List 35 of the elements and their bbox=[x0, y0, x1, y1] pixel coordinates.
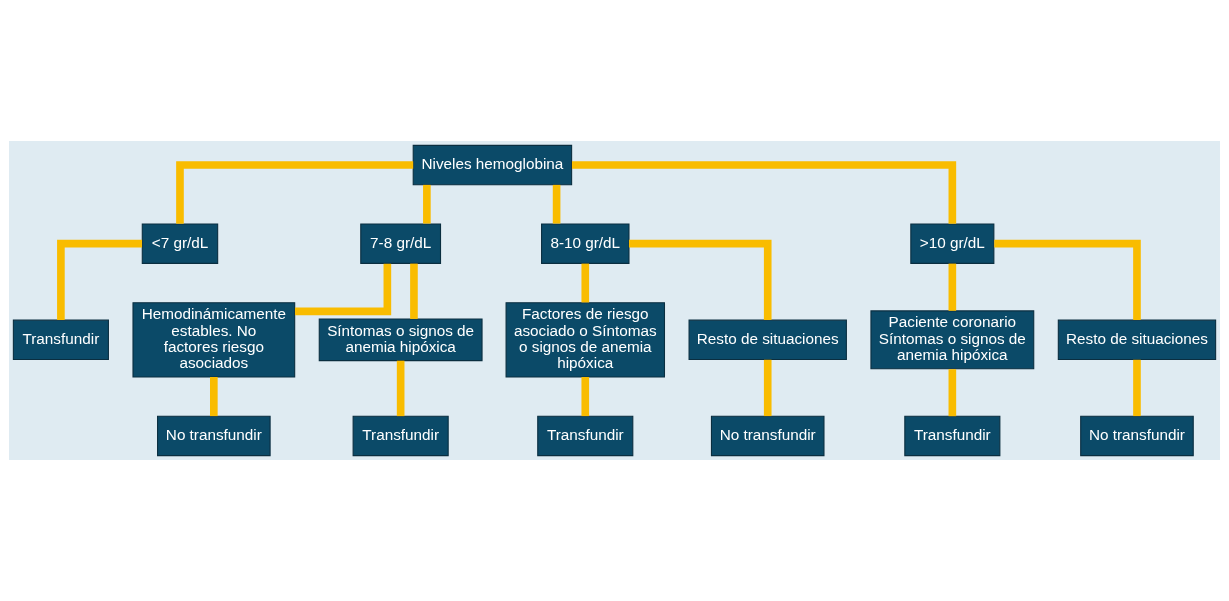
node-box: Factores de riesgo asociado o Síntomas o signos de anemia hipóxica bbox=[505, 302, 666, 378]
node-box: 7-8 gr/dL bbox=[360, 223, 442, 264]
connector bbox=[994, 239, 1141, 320]
connector bbox=[57, 239, 142, 320]
node-box: >10 gr/dL bbox=[910, 223, 995, 264]
node-box: Hemodinámicamente estables. No factores riesgo asociados bbox=[132, 302, 296, 378]
connector bbox=[396, 360, 405, 417]
connector bbox=[176, 161, 414, 224]
node-box: Paciente coronario Síntomas o signos de anemia hipóxica bbox=[870, 310, 1035, 370]
node-box: Transfundir bbox=[352, 415, 449, 457]
node-box: Transfundir bbox=[904, 415, 1001, 457]
node-box: No transfundir bbox=[1080, 415, 1194, 457]
connector bbox=[763, 359, 772, 417]
connector bbox=[948, 263, 957, 311]
node-box: Resto de situaciones bbox=[688, 319, 847, 361]
connector bbox=[210, 377, 218, 417]
node-box: No transfundir bbox=[710, 415, 825, 457]
connector bbox=[948, 369, 957, 417]
connector bbox=[552, 184, 561, 224]
node-box: No transfundir bbox=[157, 415, 271, 457]
connector bbox=[410, 263, 418, 319]
connector bbox=[1133, 359, 1141, 417]
connector bbox=[423, 184, 431, 224]
connector bbox=[572, 161, 957, 224]
node-box: Síntomas o signos de anemia hipóxica bbox=[318, 318, 483, 362]
node-box: 8-10 gr/dL bbox=[541, 223, 630, 264]
node-box: Transfundir bbox=[12, 319, 109, 361]
connector bbox=[581, 377, 590, 417]
node-box: Niveles hemoglobina bbox=[412, 144, 573, 186]
connector bbox=[581, 263, 590, 303]
connector bbox=[629, 239, 772, 320]
connector bbox=[295, 263, 392, 316]
node-box: Transfundir bbox=[537, 415, 634, 457]
node-box: <7 gr/dL bbox=[141, 223, 219, 264]
node-box: Resto de situaciones bbox=[1057, 319, 1217, 361]
